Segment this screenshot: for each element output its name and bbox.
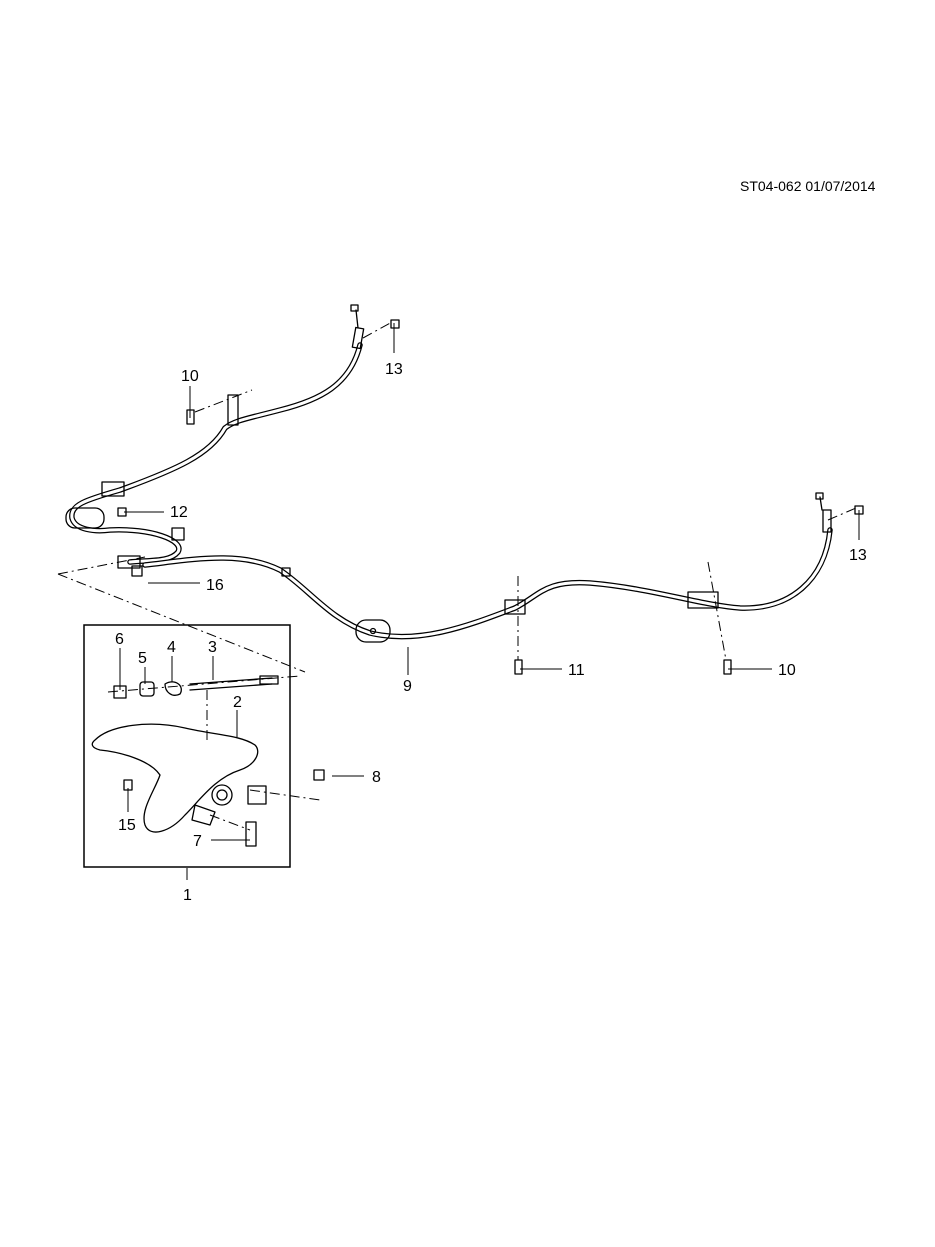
callout-16: 16 bbox=[206, 577, 224, 594]
callout-labels: 1 2 3 4 5 6 7 8 9 10 10 11 12 13 13 15 1… bbox=[115, 361, 867, 904]
callout-12: 12 bbox=[170, 504, 188, 521]
left-rear-cable bbox=[65, 304, 365, 577]
adjuster-parts bbox=[113, 319, 864, 791]
drawing-code: ST04-062 01/07/2014 bbox=[740, 178, 876, 194]
callout-10-upper: 10 bbox=[181, 368, 199, 385]
callout-7: 7 bbox=[193, 833, 202, 850]
callout-10-right: 10 bbox=[778, 662, 796, 679]
callout-4: 4 bbox=[167, 639, 176, 656]
callout-9: 9 bbox=[403, 678, 412, 695]
leader-lines bbox=[119, 323, 860, 880]
callout-13-right: 13 bbox=[849, 547, 867, 564]
construction-lines bbox=[57, 321, 857, 831]
callout-8: 8 bbox=[372, 769, 381, 786]
callout-15: 15 bbox=[118, 817, 136, 834]
callout-11: 11 bbox=[568, 662, 585, 679]
callout-13-upper: 13 bbox=[385, 361, 403, 378]
callout-3: 3 bbox=[208, 639, 217, 656]
callout-6: 6 bbox=[115, 631, 124, 648]
main-cable bbox=[142, 492, 833, 643]
callout-5: 5 bbox=[138, 650, 147, 667]
parking-brake-lever bbox=[91, 723, 267, 847]
handle-assembly-frame bbox=[83, 624, 291, 868]
callout-1: 1 bbox=[183, 887, 192, 904]
callout-2: 2 bbox=[233, 694, 242, 711]
